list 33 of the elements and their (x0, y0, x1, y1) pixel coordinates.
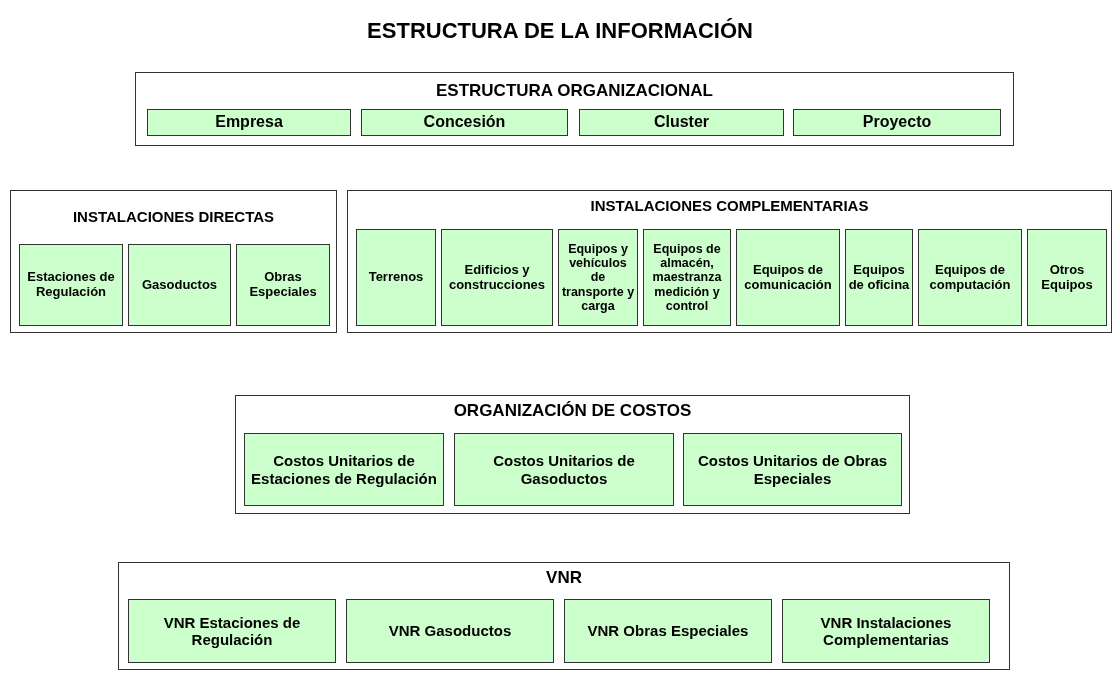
group-box (135, 72, 1014, 146)
category-box: VNR Instalaciones Complementarias (782, 599, 990, 663)
group-heading: VNR (546, 568, 582, 588)
category-box: Equipos de comunicación (736, 229, 840, 326)
category-box: Costos Unitarios de Estaciones de Regulación (244, 433, 444, 506)
category-box: Cluster (579, 109, 784, 136)
category-box: Equipos de oficina (845, 229, 913, 326)
category-box: Equipos de almacén, maestranza medición y control (643, 229, 731, 326)
group-box (347, 190, 1112, 333)
category-box: Costos Unitarios de Obras Especiales (683, 433, 902, 506)
category-box: Obras Especiales (236, 244, 330, 326)
category-box: Equipos de computación (918, 229, 1022, 326)
category-box: Concesión (361, 109, 568, 136)
category-box: Estaciones de Regulación (19, 244, 123, 326)
group-heading: ESTRUCTURA ORGANIZACIONAL (436, 81, 713, 101)
group-box (235, 395, 910, 514)
category-box: Edificios y construcciones (441, 229, 553, 326)
category-box: VNR Obras Especiales (564, 599, 772, 663)
group-heading: INSTALACIONES DIRECTAS (72, 208, 275, 225)
category-box: Proyecto (793, 109, 1001, 136)
category-box: Gasoductos (128, 244, 231, 326)
category-box: Equipos y vehículos de transporte y carga (558, 229, 638, 326)
group-heading: INSTALACIONES COMPLEMENTARIAS (590, 197, 869, 214)
diagram-title: ESTRUCTURA DE LA INFORMACIÓN (367, 18, 753, 44)
group-heading: ORGANIZACIÓN DE COSTOS (453, 401, 692, 421)
group-box (118, 562, 1010, 670)
category-box: Otros Equipos (1027, 229, 1107, 326)
category-box: VNR Estaciones de Regulación (128, 599, 336, 663)
category-box: Costos Unitarios de Gasoductos (454, 433, 674, 506)
category-box: Terrenos (356, 229, 436, 326)
group-box (10, 190, 337, 333)
category-box: VNR Gasoductos (346, 599, 554, 663)
category-box: Empresa (147, 109, 351, 136)
